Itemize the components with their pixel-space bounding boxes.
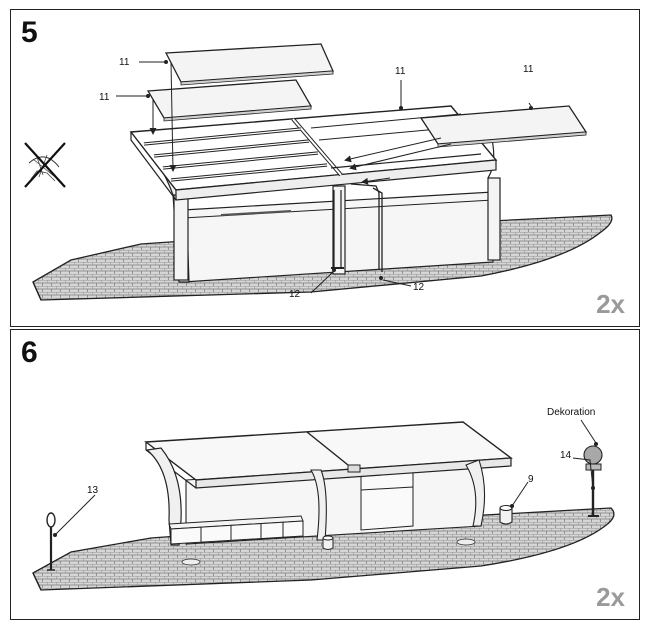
callout-roof-panel-a: 11 xyxy=(119,57,130,68)
callout-downpipe-right: 12 xyxy=(413,282,425,293)
callout-roof-panel-c: 11 xyxy=(395,66,406,77)
sign-post xyxy=(46,512,56,571)
support-right xyxy=(465,459,486,527)
platform xyxy=(32,507,615,591)
decoration-post xyxy=(583,445,603,517)
callout-downpipe-left: 12 xyxy=(289,289,301,300)
step-6-panel: 6 2x xyxy=(10,329,640,620)
downpipe-right xyxy=(350,183,380,270)
callout-sign: 13 xyxy=(87,485,99,496)
column-left xyxy=(173,194,189,281)
step-5-illustration: 11 11 11 11 12 12 xyxy=(24,43,613,301)
callout-decoration: Dekoration xyxy=(547,407,595,418)
step-6-illustration: Dekoration 14 9 13 xyxy=(32,407,615,591)
roof-panel-a xyxy=(164,43,334,83)
support-left xyxy=(145,447,182,546)
prohibited-icon xyxy=(24,142,66,188)
quantity-label: 2x xyxy=(596,582,625,612)
column-right xyxy=(487,177,501,261)
callout-roof-panel-d: 11 xyxy=(523,64,534,75)
quantity-label: 2x xyxy=(596,289,625,319)
step-number: 5 xyxy=(21,16,38,49)
callout-lamp: 14 xyxy=(560,450,572,461)
callout-bin: 9 xyxy=(528,474,534,485)
callout-roof-panel-b: 11 xyxy=(99,92,110,103)
column-mid xyxy=(332,185,346,275)
step-number: 6 xyxy=(21,336,38,369)
step-5-panel: 5 2x xyxy=(10,9,640,327)
waste-bin xyxy=(499,504,513,525)
bench xyxy=(168,515,304,545)
